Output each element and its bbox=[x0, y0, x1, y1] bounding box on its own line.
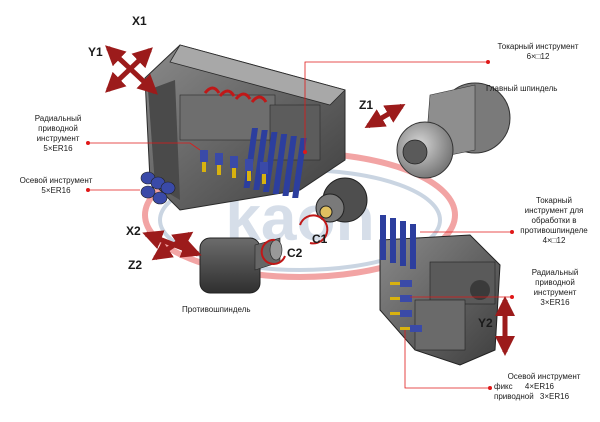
label-radial-top-l3: инструмент bbox=[36, 134, 80, 143]
label-axial-bottom-driven-count: 3×ER16 bbox=[539, 392, 570, 401]
rotation-arcs bbox=[260, 214, 329, 265]
axial-tools-top bbox=[140, 171, 176, 205]
label-radial-top-l2: приводной bbox=[38, 124, 78, 133]
label-sub-turning-l2: инструмент для bbox=[524, 206, 584, 215]
label-axial-tool-bottom: Осевой инструмент фикс 4×ER16 приводной … bbox=[494, 372, 594, 402]
c1-chuck bbox=[315, 177, 368, 223]
label-axial-tool: Осевой инструмент 5×ER16 bbox=[14, 176, 98, 196]
label-sub-spindle-title: Противошпиндель bbox=[182, 305, 251, 314]
leader-dots bbox=[86, 60, 514, 390]
axis-c1-label: C1 bbox=[312, 232, 328, 246]
label-radial-live-tool-top: Радиальный приводной инструмент 5×ER16 bbox=[24, 114, 92, 154]
axis-c2-label: C2 bbox=[287, 246, 303, 260]
main-spindle bbox=[396, 82, 511, 179]
label-radial-bottom-l4: 3×ER16 bbox=[540, 298, 570, 307]
axis-z1-label: Z1 bbox=[359, 98, 374, 112]
axis-x1-label: X1 bbox=[132, 14, 147, 28]
label-sub-turning-tool: Токарный инструмент для обработки в прот… bbox=[514, 196, 594, 246]
label-axial-l2: 5×ER16 bbox=[41, 186, 71, 195]
label-main-spindle-title: Главный шпиндель bbox=[486, 84, 558, 93]
leader-lines bbox=[88, 61, 512, 389]
axis-x2-label: X2 bbox=[126, 224, 141, 238]
label-sub-spindle: Противошпиндель bbox=[182, 305, 251, 315]
label-radial-top-l1: Радиальный bbox=[34, 114, 82, 123]
label-sub-turning-l3: обработки в bbox=[531, 216, 577, 225]
label-axial-bottom-fixed-count: 4×ER16 bbox=[524, 382, 555, 391]
label-radial-top-l4: 5×ER16 bbox=[43, 144, 73, 153]
sub-spindle bbox=[199, 237, 283, 294]
label-radial-bottom-l2: приводной bbox=[535, 278, 575, 287]
label-radial-live-tool-bottom: Радиальный приводной инструмент 3×ER16 bbox=[516, 268, 594, 308]
label-turning-tool-count: 6×□12 bbox=[526, 52, 550, 61]
radial-live-tools-top bbox=[200, 150, 268, 184]
label-radial-bottom-l3: инструмент bbox=[533, 288, 577, 297]
label-radial-bottom-l1: Радиальный bbox=[531, 268, 579, 277]
label-main-spindle: Главный шпиндель bbox=[486, 84, 557, 94]
label-axial-bottom-fixed: фикс bbox=[494, 382, 513, 391]
axis-arrows bbox=[105, 45, 515, 356]
axis-y1-label: Y1 bbox=[88, 45, 103, 59]
label-sub-turning-l5: 4×□12 bbox=[542, 236, 566, 245]
label-turning-tool-title: Токарный инструмент bbox=[497, 42, 579, 51]
label-axial-bottom-l1: Осевой инструмент bbox=[507, 372, 581, 381]
label-sub-turning-l4: противошпинделе bbox=[520, 226, 588, 235]
label-axial-l1: Осевой инструмент bbox=[19, 176, 93, 185]
label-turning-tool: Токарный инструмент 6×□12 bbox=[488, 42, 588, 62]
turning-tools-top bbox=[243, 128, 307, 198]
label-sub-turning-l1: Токарный bbox=[536, 196, 572, 205]
axis-z2-label: Z2 bbox=[128, 258, 143, 272]
axis-y2-label: Y2 bbox=[478, 316, 493, 330]
sub-radial-tools bbox=[390, 280, 422, 332]
sub-turning-tools bbox=[380, 215, 416, 269]
label-axial-bottom-driven: приводной bbox=[494, 392, 534, 401]
main-tool-post bbox=[144, 44, 346, 211]
